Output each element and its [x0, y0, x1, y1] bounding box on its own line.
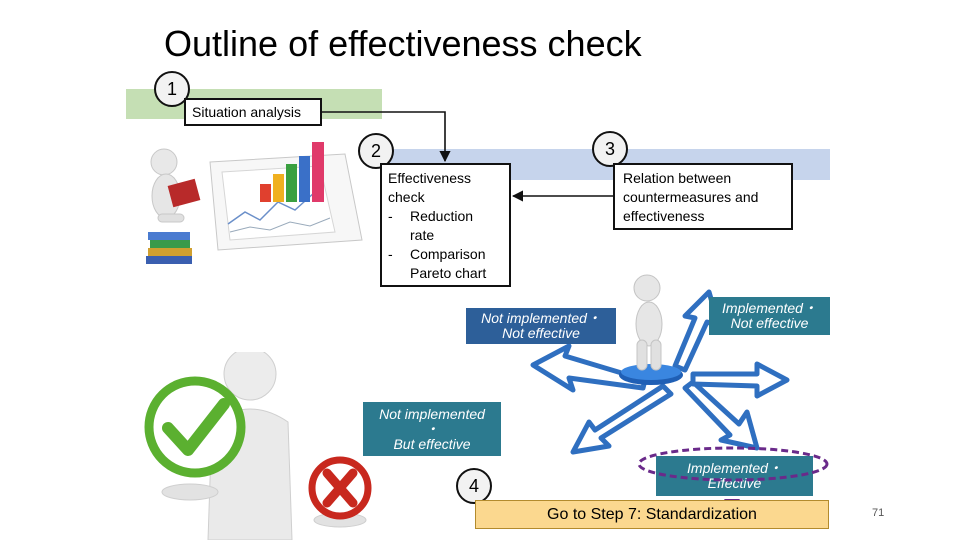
page-title: Outline of effectiveness check [164, 23, 642, 64]
person-reading-book-icon [146, 148, 201, 264]
outcome-line2: Not effective [502, 325, 580, 341]
person-holding-check-and-cross-icon [161, 352, 367, 540]
list-text-line1: Reduction [410, 208, 474, 224]
outcome-line3: But effective [393, 435, 471, 452]
outcome-line2: ・ [425, 420, 439, 437]
list-item: - Reduction rate [388, 207, 503, 245]
outcome-line1: Implemented・ [722, 300, 817, 316]
step-number-3: 3 [592, 131, 628, 167]
list-text-line2: Pareto chart [410, 265, 487, 281]
person-thinking-at-crossroads-icon [619, 274, 683, 385]
outcome-line1: Not implemented [379, 405, 485, 422]
list-text: Reduction rate [410, 207, 473, 245]
outcome-not-implemented-but-effective: Not implemented ・ But effective [363, 402, 501, 456]
outcome-not-implemented-not-effective: Not implemented・ Not effective [466, 308, 616, 344]
relation-line1: Relation between [623, 170, 732, 186]
reader-with-charts-illustration [146, 142, 363, 264]
step-number-4: 4 [456, 468, 492, 504]
green-check-icon [144, 376, 246, 478]
list-text-line2: rate [410, 227, 435, 243]
crossroads-illustration [530, 274, 790, 455]
relation-box: Relation between countermeasures and eff… [613, 163, 793, 230]
effectiveness-heading-line2: check [388, 189, 425, 205]
outcome-line2: Not effective [730, 315, 809, 331]
goto-step7-box: Go to Step 7: Standardization [475, 500, 829, 529]
effectiveness-heading-line1: Effectiveness [388, 170, 472, 186]
list-text-line1: Comparison [410, 246, 486, 262]
list-dash: - [388, 208, 393, 224]
judge-illustration [144, 352, 372, 540]
relation-line2: countermeasures and [623, 189, 759, 205]
arrow-situation-to-effectiveness [322, 111, 451, 163]
situation-analysis-box: Situation analysis [184, 98, 322, 126]
outcome-implemented-not-effective: Implemented・ Not effective [709, 297, 830, 335]
radiating-arrows-icon [530, 289, 790, 455]
outcome-line1: Not implemented・ [481, 310, 601, 326]
outcome-line1: Implemented・ [687, 460, 782, 476]
red-cross-icon [308, 456, 372, 520]
relation-line3: effectiveness [623, 208, 705, 224]
page-number: 71 [872, 507, 885, 519]
list-dash: - [388, 246, 393, 262]
bar-chart-papers-icon [209, 142, 363, 251]
effectiveness-check-box: Effectiveness check - Reduction rate - Co… [380, 163, 511, 287]
highlight-ellipse [637, 446, 829, 482]
